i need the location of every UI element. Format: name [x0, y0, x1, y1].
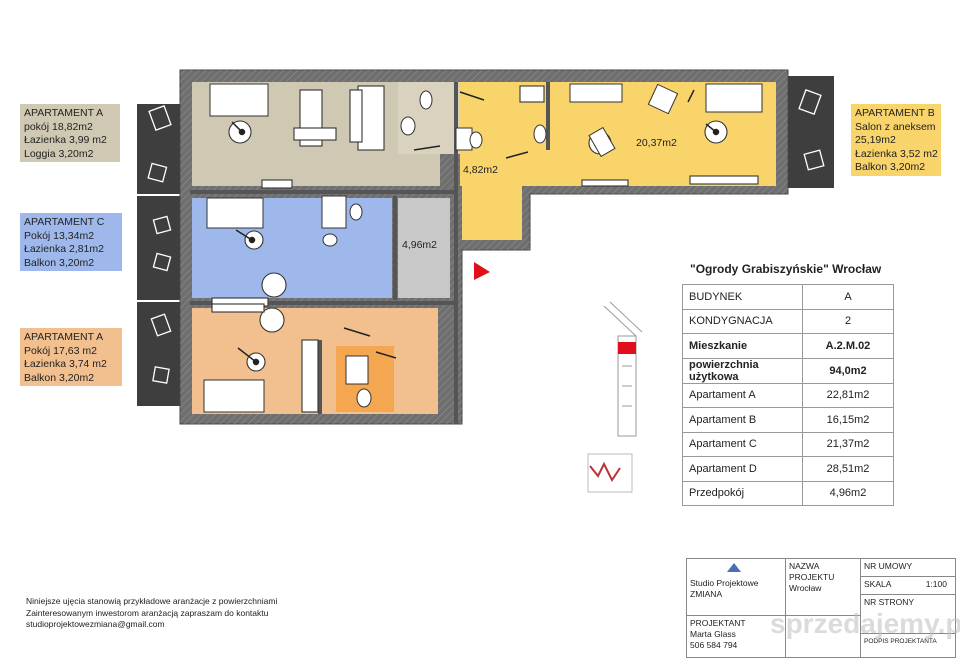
legend-line: APARTAMENT A	[24, 107, 104, 119]
legend-line: Pokój 13,34m2	[24, 229, 95, 242]
room-yellow-corridor	[462, 186, 522, 240]
legend-line: Pokój 17,63 m2	[24, 344, 97, 357]
table-cell-label: powierzchnia użytkowa	[682, 357, 803, 384]
legend-line: APARTAMENT C	[24, 216, 105, 228]
nr-umowy-label: NR UMOWY	[864, 561, 913, 571]
table-cell-value: 21,37m2	[802, 431, 894, 457]
table-cell-value: 16,15m2	[802, 407, 894, 433]
projektant-phone: 506 584 794	[690, 640, 738, 650]
title-block-podpis: PODPIS PROJEKTANTA	[860, 633, 956, 658]
table-cell-label: Przedpokój	[682, 480, 803, 506]
balcony-furniture	[147, 89, 825, 384]
balcony-left-top	[137, 104, 183, 194]
table-cell-value: 28,51m2	[802, 456, 894, 482]
legend-line: pokój 18,82m2	[24, 120, 93, 133]
area-label-hall: 4,96m2	[402, 239, 438, 251]
skala-value: 1:100	[925, 579, 947, 589]
projektant-name: Marta Glass	[690, 629, 736, 639]
key-plan-thumbnail	[587, 301, 643, 493]
project-title: "Ogrody Grabiszyńskie" Wrocław	[690, 262, 882, 276]
area-label-yellow-big: 20,37m2	[636, 137, 677, 149]
entry-marker-icon	[474, 262, 490, 280]
skala-label: SKALA	[864, 579, 892, 589]
table-cell-label: Apartament B	[682, 407, 803, 433]
legend-apartament-b: APARTAMENT B Salon z aneksem 25,19m2 Łaz…	[851, 104, 941, 176]
armchairs	[588, 83, 679, 158]
legend-apartament-a-top: APARTAMENT A pokój 18,82m2 Łazienka 3,99…	[20, 104, 120, 162]
bath-fixtures	[321, 90, 547, 408]
table-cell-label: Apartament A	[682, 382, 803, 408]
legend-line: Salon z aneksem	[855, 120, 936, 133]
table-cell-label: KONDYGNACJA	[682, 308, 803, 334]
contact-note: Niniejsze ujęcia stanowią przykładowe ar…	[26, 596, 277, 631]
room-hall	[398, 198, 450, 298]
title-block-nr-umowy: NR UMOWY	[860, 558, 956, 577]
legend-line: Łazienka 3,52 m2	[855, 147, 938, 160]
light-markers	[231, 89, 720, 366]
legend-line: Łazienka 2,81m2	[24, 243, 104, 255]
legend-line: Łazienka 3,99 m2	[24, 134, 107, 146]
podpis-label: PODPIS PROJEKTANTA	[864, 638, 937, 645]
legend-line: Loggia 3,20m2	[24, 147, 94, 160]
nazwa-value: Wrocław	[789, 583, 822, 593]
note-line: studioprojektowezmiana@gmail.com	[26, 619, 165, 629]
table-cell-label: Apartament C	[682, 431, 803, 457]
legend-line: Balkon 3,20m2	[855, 161, 926, 173]
area-label-yellow-small: 4,82m2	[463, 164, 499, 176]
legend-line: APARTAMENT B	[855, 107, 935, 119]
legend-line: APARTAMENT A	[24, 331, 104, 343]
table-cell-label: BUDYNEK	[682, 284, 803, 310]
nr-strony-label: NR STRONY	[864, 597, 915, 607]
balcony-left-middle	[137, 196, 183, 300]
watermark: sprzedajemy.pl	[770, 608, 960, 639]
legend-apartament-c: APARTAMENT C Pokój 13,34m2 Łazienka 2,81…	[20, 213, 122, 271]
studio-name-2: ZMIANA	[690, 589, 723, 599]
studio-logo-icon	[727, 563, 741, 572]
balcony-left-bottom	[137, 302, 183, 406]
note-line: Niniejsze ujęcia stanowią przykładowe ar…	[26, 596, 278, 606]
table-cell-value: 94,0m2	[802, 357, 894, 384]
title-block-skala: SKALA 1:100	[860, 576, 956, 595]
table-cell-value: 22,81m2	[802, 382, 894, 408]
table-cell-value: A.2.M.02	[802, 333, 894, 359]
balcony-right	[788, 76, 834, 188]
legend-line: Balkon 3,20m2	[24, 371, 95, 384]
table-cell-value: A	[802, 284, 894, 310]
projektant-label: PROJEKTANT	[690, 618, 746, 628]
legend-line: 25,19m2	[855, 134, 896, 146]
beds	[203, 83, 763, 413]
table-cell-label: Apartament D	[682, 456, 803, 482]
legend-line: Balkon 3,20m2	[24, 256, 95, 269]
nazwa-label: NAZWA PROJEKTU	[789, 561, 835, 582]
table-cell-label: Mieszkanie	[682, 333, 803, 359]
note-line: Zainteresowanym inwestorom aranżacją zap…	[26, 607, 269, 618]
studio-name: Studio Projektowe	[690, 578, 759, 588]
legend-apartament-a-bottom: APARTAMENT A Pokój 17,63 m2 Łazienka 3,7…	[20, 328, 122, 386]
table-cell-value: 4,96m2	[802, 480, 894, 506]
table-cell-value: 2	[802, 308, 894, 334]
legend-line: Łazienka 3,74 m2	[24, 358, 107, 370]
